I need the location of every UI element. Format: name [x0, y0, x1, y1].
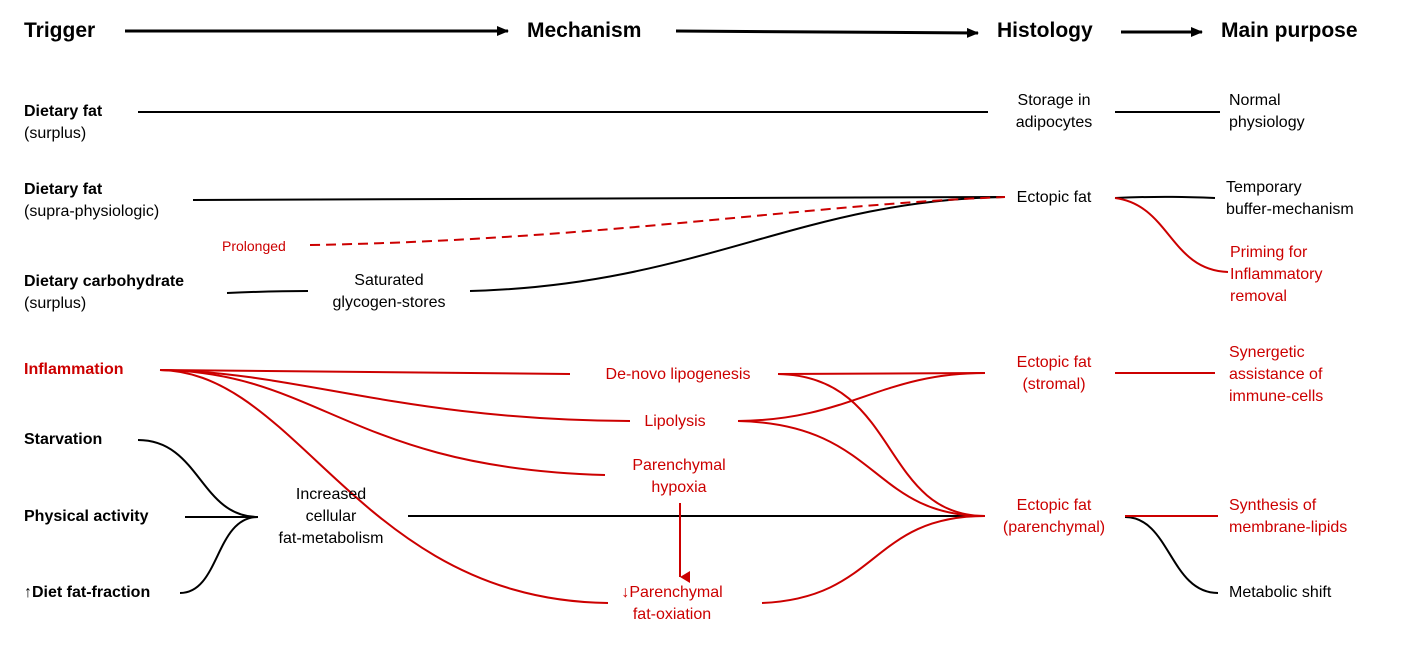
line-1: Priming for [1230, 244, 1308, 261]
line-1: ↓Parenchymal [621, 584, 723, 601]
trigger-dietary-carbohydrate: Dietary carbohydrate (surplus) [24, 271, 184, 315]
line-2: Inflammatory [1230, 266, 1323, 283]
trigger-title: Dietary fat [24, 103, 103, 120]
purpose-metabolic-shift: Metabolic shift [1229, 584, 1332, 601]
header-trigger: Trigger [24, 19, 96, 42]
trigger-subtitle: (surplus) [24, 125, 87, 142]
line-2: (stromal) [1022, 376, 1086, 393]
line-1: Synergetic [1229, 344, 1305, 361]
black-connections [137, 111, 1220, 594]
link-inflammation-denovo [159, 369, 571, 375]
link-prolonged-ectopic [309, 196, 1006, 246]
line-2: adipocytes [1015, 114, 1093, 131]
link-inflammation-hypoxia [159, 369, 606, 476]
header-arrows [125, 26, 1203, 38]
trigger-subtitle: (supra-physiologic) [24, 203, 160, 220]
histology-storage-adipocytes: Storage in adipocytes [1016, 90, 1093, 134]
line-2: cellular [305, 508, 357, 525]
mechanism-lipolysis: Lipolysis [644, 413, 706, 430]
trigger-inflammation: Inflammation [24, 361, 124, 378]
link-starvation-merge [137, 439, 259, 518]
line-2: physiology [1229, 114, 1305, 131]
link-denovo-parenchymal [777, 373, 986, 517]
link-ectopic-priming [1114, 197, 1229, 273]
line-1: Ectopic fat [1016, 354, 1092, 371]
line-1: Increased [295, 486, 367, 503]
mechanism-saturated-glycogen: Saturated glycogen-stores [333, 270, 446, 314]
header-purpose: Main purpose [1221, 19, 1358, 42]
line-2: glycogen-stores [332, 294, 446, 311]
header-arrow-mechanism-histology [675, 27, 979, 38]
header-mechanism: Mechanism [527, 19, 642, 42]
link-ectopic-temporary [1114, 195, 1216, 199]
trigger-physical-activity: Physical activity [24, 508, 149, 525]
link-inflammation-fatoxidation [159, 369, 609, 604]
line-1: Normal [1229, 92, 1281, 109]
line-1: Temporary [1226, 179, 1302, 196]
mechanism-increased-fat-metabolism: Increased cellular fat-metabolism [279, 484, 384, 550]
purpose-normal-physiology: Normal physiology [1229, 90, 1305, 134]
link-inflammation-lipolysis [159, 369, 631, 422]
link-fatoxidation-parenchymal [761, 515, 986, 604]
trigger-title: Dietary carbohydrate [24, 273, 185, 290]
link-lipolysis-parenchymal [737, 420, 986, 517]
link-lipolysis-stromal [737, 372, 986, 422]
line-1: Ectopic fat [1016, 497, 1092, 514]
line-1: Synthesis of [1229, 497, 1317, 514]
line-2: (parenchymal) [1002, 519, 1106, 536]
trigger-dietary-fat-supra: Dietary fat (supra-physiologic) [24, 179, 159, 223]
histology-ectopic-fat: Ectopic fat [1016, 189, 1092, 206]
trigger-dietary-fat-surplus: Dietary fat (surplus) [24, 101, 102, 145]
trigger-starvation: Starvation [24, 431, 103, 448]
purpose-synergetic-assistance: Synergetic assistance of immune-cells [1229, 342, 1323, 408]
purpose-temporary-buffer: Temporary buffer-mechanism [1226, 177, 1354, 221]
red-connections [159, 196, 1229, 604]
line-1: Parenchymal [632, 457, 726, 474]
mechanism-fat-oxidation: ↓Parenchymal fat-oxiation [621, 582, 722, 626]
line-2: buffer-mechanism [1226, 201, 1354, 218]
link-denovo-stromal [777, 372, 986, 375]
line-2: assistance of [1229, 366, 1323, 383]
histology-ectopic-fat-parenchymal: Ectopic fat (parenchymal) [1003, 495, 1105, 539]
trigger-prolonged: Prolonged [222, 238, 286, 254]
link-parenchymal-metabolic [1124, 516, 1219, 594]
trigger-diet-fat-fraction: ↑Diet fat-fraction [24, 584, 151, 601]
link-fat-supra-ectopic [192, 195, 1006, 201]
purpose-priming-inflammatory-removal: Priming for Inflammatory removal [1230, 242, 1322, 308]
mechanism-parenchymal-hypoxia: Parenchymal hypoxia [632, 455, 725, 499]
line-3: immune-cells [1229, 388, 1324, 405]
line-2: fat-oxiation [632, 606, 712, 623]
mechanism-de-novo-lipogenesis: De-novo lipogenesis [605, 366, 751, 383]
link-carb-glycogen [226, 290, 309, 294]
link-fatfraction-merge [179, 516, 259, 594]
link-glycogen-ectopic [469, 196, 1006, 292]
header-histology: Histology [997, 19, 1093, 42]
line-2: membrane-lipids [1229, 519, 1348, 536]
histology-ectopic-fat-stromal: Ectopic fat (stromal) [1017, 352, 1092, 396]
line-3: removal [1230, 288, 1287, 305]
trigger-subtitle: (surplus) [24, 295, 87, 312]
line-3: fat-metabolism [278, 530, 384, 547]
line-2: hypoxia [651, 479, 707, 496]
line-1: Storage in [1017, 92, 1091, 109]
trigger-title: Dietary fat [24, 181, 103, 198]
line-1: Saturated [354, 272, 424, 289]
purpose-synthesis-membrane-lipids: Synthesis of membrane-lipids [1229, 495, 1347, 539]
